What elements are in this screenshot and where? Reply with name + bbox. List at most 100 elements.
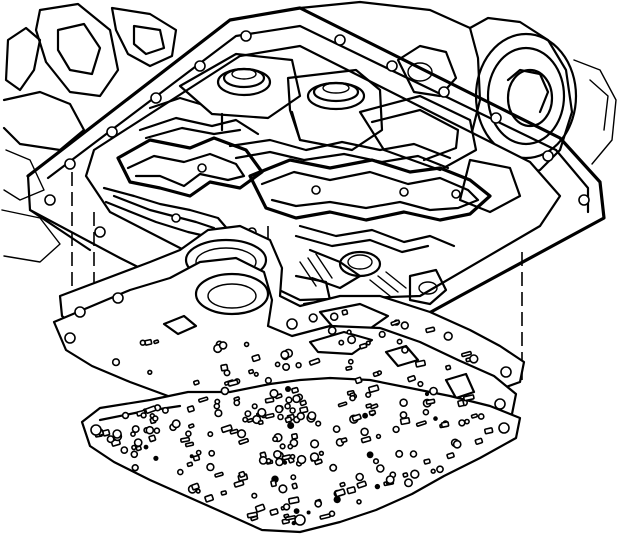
gasket-hole bbox=[229, 428, 239, 435]
gasket-upper-hole bbox=[461, 350, 472, 358]
gasket-hole bbox=[257, 419, 264, 426]
spacer-plate-hole bbox=[347, 358, 354, 365]
gasket-upper-hole bbox=[425, 326, 436, 334]
gasket-hole bbox=[292, 394, 301, 404]
spacer-plate-hole bbox=[422, 408, 430, 416]
gasket-upper-hole bbox=[469, 354, 479, 364]
spacer-plate-hole bbox=[192, 379, 200, 386]
gasket-hole bbox=[135, 445, 142, 452]
spacer-plate-hole bbox=[457, 399, 465, 408]
gasket-hole bbox=[140, 412, 147, 419]
spacer-plate-hole bbox=[376, 370, 383, 376]
gasket-hole bbox=[112, 429, 122, 439]
gasket-hole bbox=[278, 484, 288, 494]
gasket-hole bbox=[287, 496, 300, 505]
spacer-plate-hole bbox=[299, 406, 309, 414]
gasket-hole bbox=[237, 429, 247, 439]
spacer-plate-hole bbox=[332, 425, 341, 433]
spacer-plate-hole bbox=[289, 407, 296, 414]
spacer-plate-hole bbox=[368, 409, 377, 416]
gasket-hole bbox=[144, 405, 157, 414]
gasket-hole bbox=[452, 439, 462, 449]
spacer-plate-hole-pattern bbox=[111, 338, 479, 440]
gasket-hole bbox=[244, 410, 252, 418]
spacer-plate-hole bbox=[233, 399, 241, 407]
gasket-hole bbox=[483, 427, 494, 435]
gasket-hole bbox=[433, 416, 438, 421]
gasket-upper-hole bbox=[401, 346, 409, 354]
gasket-hole bbox=[430, 468, 436, 474]
spacer-plate-hole bbox=[424, 391, 430, 397]
gasket-hole bbox=[415, 420, 427, 427]
gasket-upper-hole bbox=[346, 329, 352, 335]
spacer-plate-hole bbox=[111, 358, 121, 367]
gasket-hole bbox=[374, 483, 381, 490]
gasket-hole bbox=[290, 433, 299, 440]
gasket-hole bbox=[131, 425, 140, 434]
spacer-plate-hole bbox=[243, 341, 250, 348]
gasket-hole bbox=[238, 437, 250, 445]
gasket-hole bbox=[145, 425, 155, 435]
gasket-hole bbox=[318, 450, 325, 456]
gasket-hole bbox=[133, 438, 143, 447]
gasket-hole bbox=[287, 443, 294, 450]
spacer-plate-hole bbox=[253, 371, 259, 377]
spacer-plate-hole bbox=[227, 379, 239, 387]
gasket-hole bbox=[291, 482, 298, 490]
spacer-plate-hole bbox=[282, 362, 291, 371]
gasket-hole bbox=[409, 450, 418, 458]
spacer-plate-hole bbox=[417, 380, 424, 388]
spacer-plate-hole bbox=[349, 392, 356, 397]
gasket-hole bbox=[362, 412, 368, 419]
gasket-upper-hole bbox=[378, 330, 386, 339]
gasket-hole bbox=[395, 449, 404, 458]
gasket-upper-hole-pattern bbox=[308, 309, 479, 371]
gasket-hole bbox=[272, 436, 279, 443]
spacer-plate-hole bbox=[251, 403, 258, 410]
gasket-hole bbox=[356, 498, 362, 505]
spacer-plate-hole bbox=[264, 376, 273, 385]
spacer-plate-hole bbox=[257, 407, 267, 418]
gasket-upper-hole bbox=[414, 359, 427, 368]
gasket-upper-hole bbox=[359, 342, 368, 350]
gasket-hole bbox=[375, 464, 385, 473]
spacer-plate-hole bbox=[280, 350, 290, 360]
gasket-hole bbox=[131, 444, 137, 451]
gasket-hole bbox=[192, 454, 201, 462]
gasket-hole bbox=[399, 417, 411, 426]
gasket-hole bbox=[334, 488, 346, 498]
gasket-hole bbox=[131, 464, 139, 472]
spacer-plate-hole bbox=[345, 365, 353, 371]
gasket-hole bbox=[246, 417, 254, 424]
gasket-hole bbox=[195, 488, 201, 494]
gasket-hole bbox=[186, 405, 195, 413]
spacer-plate-hole bbox=[274, 361, 281, 368]
gasket-hole bbox=[299, 399, 307, 407]
gasket-hole bbox=[272, 449, 282, 459]
spacer-plate-hole bbox=[218, 341, 228, 350]
gasket-hole bbox=[254, 503, 266, 513]
gasket-hole bbox=[296, 454, 307, 465]
gasket-hole bbox=[290, 474, 297, 481]
gasket-hole bbox=[214, 471, 224, 478]
gasket-hole bbox=[198, 396, 209, 403]
gasket-hole bbox=[220, 490, 228, 496]
gasket-hole bbox=[319, 513, 331, 520]
gasket-hole bbox=[477, 413, 485, 420]
gasket-hole bbox=[269, 508, 279, 516]
gasket-hole bbox=[185, 430, 192, 438]
gasket-hole bbox=[279, 443, 286, 450]
gasket-hole bbox=[242, 416, 249, 423]
spacer-plate-hole bbox=[291, 386, 299, 394]
spacer-plate-hole bbox=[144, 338, 153, 346]
gasket-upper-hole bbox=[365, 340, 371, 346]
gasket-hole bbox=[264, 397, 275, 404]
gasket-hole bbox=[213, 402, 221, 410]
gasket-hole bbox=[148, 434, 157, 443]
gasket-hole bbox=[246, 511, 259, 519]
gasket-hole bbox=[399, 411, 408, 419]
gasket-hole bbox=[270, 479, 277, 488]
gasket-hole bbox=[191, 482, 200, 491]
gasket-hole bbox=[161, 406, 169, 414]
gasket-hole bbox=[284, 402, 291, 410]
